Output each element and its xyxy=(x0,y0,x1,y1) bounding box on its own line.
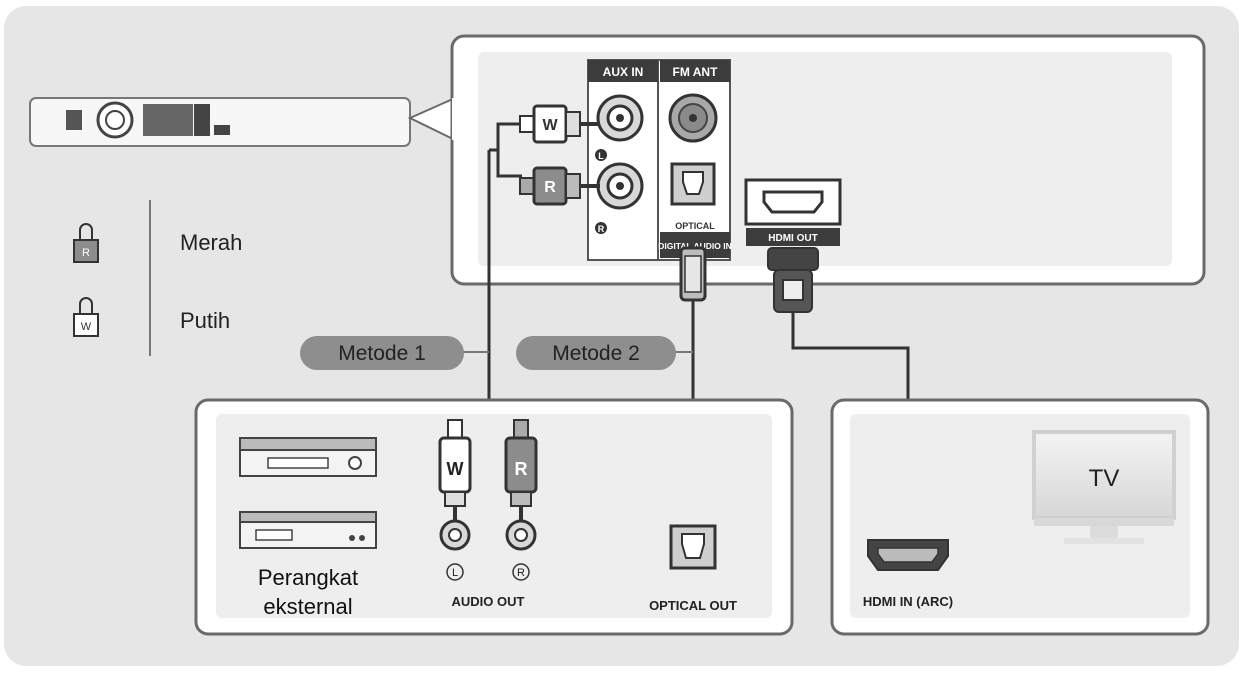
external-device-label-line1: Perangkat xyxy=(258,565,358,590)
audio-out-left-mark: L xyxy=(452,567,458,579)
red-plug-legend-icon xyxy=(73,223,99,263)
red-plug-legend-letter: R xyxy=(82,247,90,259)
white-plug-legend-letter: W xyxy=(81,321,92,333)
audio-out-right-mark: R xyxy=(517,567,525,579)
legend-red-label: Merah xyxy=(180,230,242,255)
red-plug-aux xyxy=(519,166,600,206)
white-plug-audio-out-letter: W xyxy=(447,459,464,479)
digital-audio-in-label: DIGITAL AUDIO IN xyxy=(658,241,732,251)
red-plug-audio-out-letter: R xyxy=(515,459,528,479)
white-plug-aux-letter: W xyxy=(542,117,558,134)
fm-ant-header xyxy=(660,60,730,82)
aux-left-mark: L xyxy=(598,151,604,161)
red-plug-aux-letter: R xyxy=(544,179,556,196)
tv-icon xyxy=(1032,430,1176,544)
method-2-pill xyxy=(516,336,676,370)
main-unit-icon xyxy=(29,97,411,147)
external-device-label-line2: eksternal xyxy=(263,594,352,619)
red-plug-audio-out xyxy=(504,419,538,520)
method-1-pill xyxy=(300,336,464,370)
hdmi-in-label: HDMI IN (ARC) xyxy=(863,594,953,609)
optical-label: OPTICAL xyxy=(675,221,715,231)
method-2-label: Metode 2 xyxy=(552,342,640,365)
fm-ant-label: FM ANT xyxy=(673,65,719,79)
audio-out-label: AUDIO OUT xyxy=(452,594,525,609)
white-plug-audio-out xyxy=(438,419,472,520)
optical-out-label: OPTICAL OUT xyxy=(649,598,737,613)
tv-label: TV xyxy=(1089,465,1120,492)
white-plug-legend-icon xyxy=(73,297,99,337)
hdmi-in-port xyxy=(867,539,949,571)
audio-out-left-jack xyxy=(439,519,471,551)
aux-in-header xyxy=(588,60,658,82)
optical-in-jack xyxy=(670,162,716,206)
hdmi-out-label: HDMI OUT xyxy=(768,233,817,244)
aux-in-label: AUX IN xyxy=(603,65,644,79)
dvd-player-icon xyxy=(239,437,377,477)
aux-in-left-jack xyxy=(596,94,644,142)
method-1-label: Metode 1 xyxy=(338,342,426,365)
legend-white-label: Putih xyxy=(180,308,230,333)
hdmi-out-port xyxy=(744,178,842,246)
white-plug-aux xyxy=(519,104,600,144)
set-top-box-icon xyxy=(239,511,377,549)
aux-in-right-jack xyxy=(596,162,644,210)
optical-out-jack xyxy=(669,524,717,570)
fm-ant-jack xyxy=(668,93,718,143)
audio-out-right-jack xyxy=(505,519,537,551)
aux-right-mark: R xyxy=(598,224,605,234)
